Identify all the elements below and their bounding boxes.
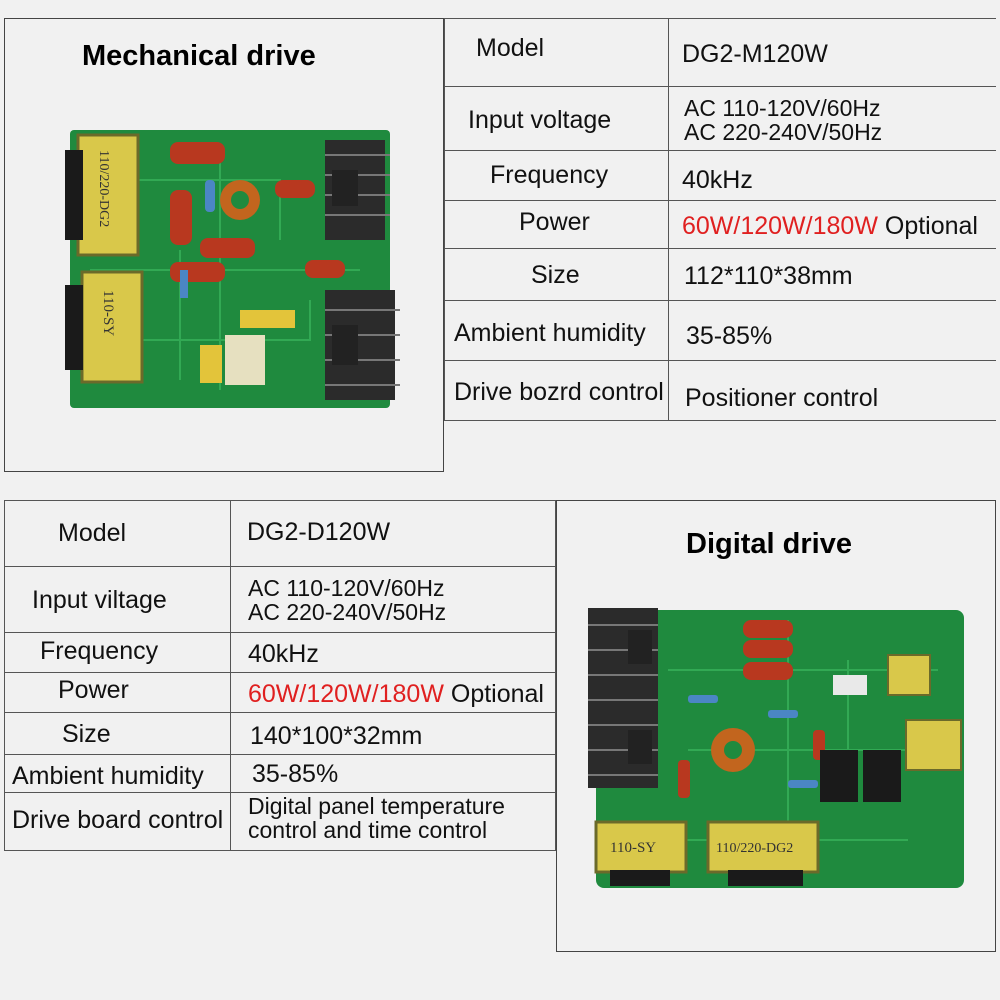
digital-board-image: 110-SY 110/220-DG2 — [588, 608, 964, 888]
dig-power-optional: Optional — [443, 680, 544, 708]
mech-value-frequency: 40kHz — [682, 166, 753, 194]
dig-value-frequency: 40kHz — [248, 640, 319, 668]
dig-label-input-voltage: Input viltage — [32, 586, 167, 614]
dig-label-control: Drive board control — [12, 806, 224, 834]
dig-value-size: 140*100*32mm — [250, 722, 423, 750]
dig-label-model: Model — [58, 519, 127, 547]
dig-value-input-voltage-2: AC 220-240V/50Hz — [248, 599, 447, 625]
dig-transformer-left-label: 110-SY — [610, 840, 656, 856]
dig-label-humidity: Ambient humidity — [12, 762, 204, 790]
mech-label-size: Size — [531, 261, 580, 289]
dig-value-control-1: Digital panel temperature — [248, 793, 505, 819]
dig-value-control-2: control and time control — [248, 817, 488, 843]
dig-table-border-left — [4, 500, 5, 850]
dig-label-size: Size — [62, 720, 111, 748]
mech-table-divider — [668, 18, 669, 420]
dig-power-options: 60W/120W/180W — [248, 680, 444, 708]
mech-label-humidity: Ambient humidity — [454, 319, 646, 347]
mechanical-drive-title: Mechanical drive — [82, 40, 316, 72]
dig-transformer-mid-label: 110/220-DG2 — [716, 841, 793, 856]
mech-value-input-voltage-2: AC 220-240V/50Hz — [684, 119, 883, 145]
dig-value-power: 60W/120W/180W Optional — [248, 682, 544, 707]
mech-value-control: Positioner control — [685, 384, 879, 412]
mech-label-control: Drive bozrd control — [454, 378, 664, 406]
digital-drive-title: Digital drive — [686, 528, 852, 560]
dig-label-power: Power — [58, 676, 129, 704]
dig-label-frequency: Frequency — [40, 637, 159, 665]
mech-value-humidity: 35-85% — [686, 322, 773, 350]
mech-transformer-top-label: 110/220-DG2 — [96, 150, 111, 227]
mech-value-input-voltage-1: AC 110-120V/60Hz — [684, 95, 881, 121]
digital-image-frame — [556, 500, 996, 952]
dig-table-border-right — [555, 500, 556, 850]
mech-value-power: 60W/120W/180W Optional — [682, 214, 978, 239]
mechanical-image-frame — [4, 18, 444, 472]
mech-value-size: 112*110*38mm — [684, 262, 853, 290]
mechanical-board-image: 110/220-DG2 110-SY — [65, 130, 400, 408]
dig-value-input-voltage-1: AC 110-120V/60Hz — [248, 575, 445, 601]
dig-value-humidity: 35-85% — [252, 760, 339, 788]
mech-label-power: Power — [519, 208, 590, 236]
mech-transformer-bottom-label: 110-SY — [100, 290, 116, 336]
mech-label-model: Model — [476, 34, 545, 62]
mech-label-frequency: Frequency — [490, 161, 609, 189]
mech-power-options: 60W/120W/180W — [682, 212, 878, 240]
mech-value-model: DG2-M120W — [682, 40, 828, 68]
mech-power-optional: Optional — [877, 212, 978, 240]
mech-table-border-left — [444, 18, 445, 420]
dig-value-model: DG2-D120W — [247, 518, 391, 546]
dig-table-divider — [230, 500, 231, 850]
mech-label-input-voltage: Input voltage — [468, 106, 612, 134]
